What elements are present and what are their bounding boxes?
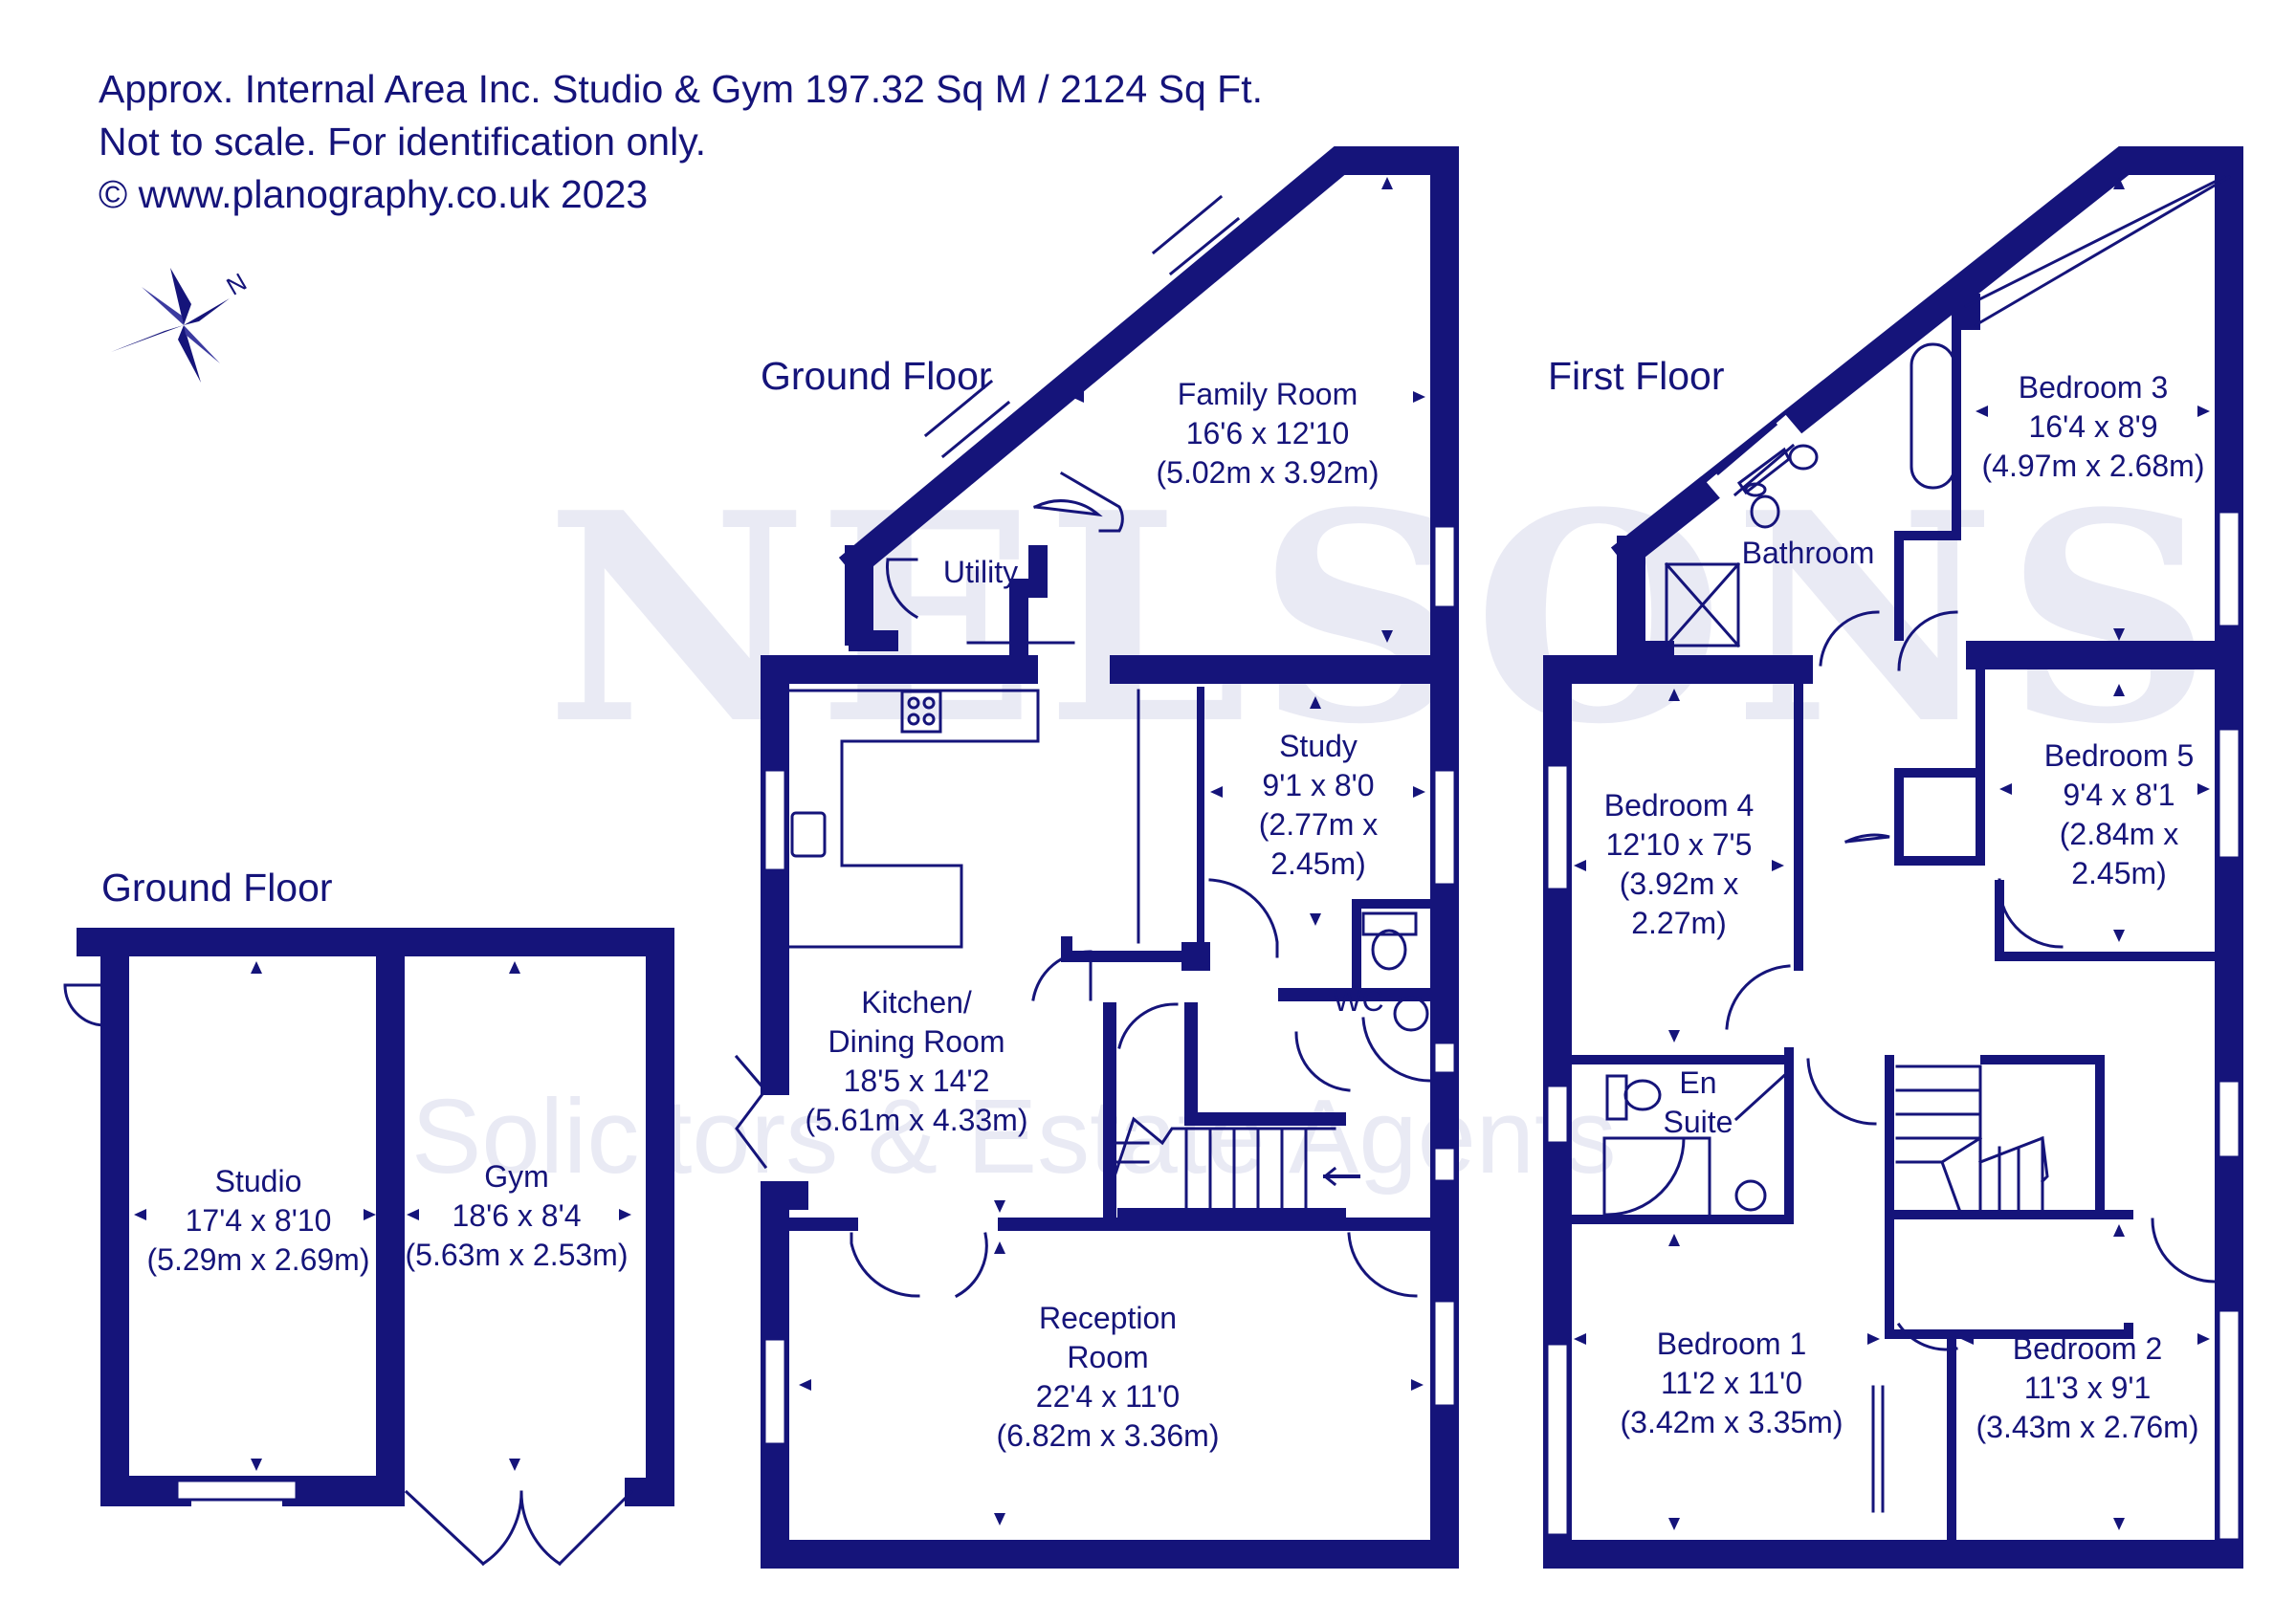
ground-floor-walls [761,146,1459,1569]
family-room-label: Family Room 16'6 x 12'10 (5.02m x 3.92m) [1156,377,1380,490]
study-label: Study 9'1 x 8'0 (2.77m x 2.45m) [1258,729,1379,881]
first-floor-doors [1725,610,2217,1351]
kitchen-counters [787,689,1140,949]
outbuilding-floor-title: Ground Floor [101,866,333,910]
studio-door [63,983,105,1027]
ground-floor-title: Ground Floor [761,354,992,398]
reception-room-label: Reception Room 22'4 x 11'0 (6.82m x 3.36… [996,1301,1220,1453]
ensuite-label: En Suite [1663,1065,1733,1139]
first-floor-windows [1545,174,2241,1542]
first-floor-stairs [1895,1064,2049,1217]
disclaimer-line: Not to scale. For identification only. [99,120,707,164]
outbuilding-walls [77,928,674,1506]
utility-label: Utility [942,555,1019,589]
copyright-line: © www.planography.co.uk 2023 [99,172,649,216]
internal-area-line: Approx. Internal Area Inc. Studio & Gym … [99,67,1263,111]
bedroom-2-label: Bedroom 2 11'3 x 9'1 (3.43m x 2.76m) [1976,1331,2199,1444]
plan-header: Approx. Internal Area Inc. Studio & Gym … [99,63,1263,221]
first-floor-title: First Floor [1548,354,1725,398]
studio-label: Studio 17'4 x 8'10 (5.29m x 2.69m) [146,1164,370,1277]
bedroom-1-label: Bedroom 1 11'2 x 11'0 (3.42m x 3.35m) [1620,1327,1843,1439]
kitchen-dining-label: Kitchen/ Dining Room 18'5 x 14'2 (5.61m … [805,985,1028,1137]
ground-floor-stairs [1113,1116,1360,1217]
bedroom-4-label: Bedroom 4 12'10 x 7'5 (3.92m x 2.27m) [1603,788,1755,940]
compass-icon [111,268,230,383]
bedroom-5-label: Bedroom 5 9'4 x 8'1 (2.84m x 2.45m) [2043,738,2195,890]
bathroom-label: Bathroom [1741,536,1875,570]
gym-label: Gym 18'6 x 8'4 (5.63m x 2.53m) [405,1159,629,1272]
wc-fixtures [1361,911,1429,1032]
ground-floor-doors [734,471,1432,1299]
gym-french-doors [404,1489,634,1567]
outbuilding-window [175,1479,298,1502]
dimension-arrows [134,177,2210,1530]
ground-floor-windows [762,187,1457,1446]
bedroom-3-label: Bedroom 3 16'4 x 8'9 (4.97m x 2.68m) [1981,370,2205,483]
wc-label: WC [1333,983,1384,1018]
first-floor-fixtures [1602,342,1956,1513]
first-floor-internal-walls [1569,301,2234,1545]
